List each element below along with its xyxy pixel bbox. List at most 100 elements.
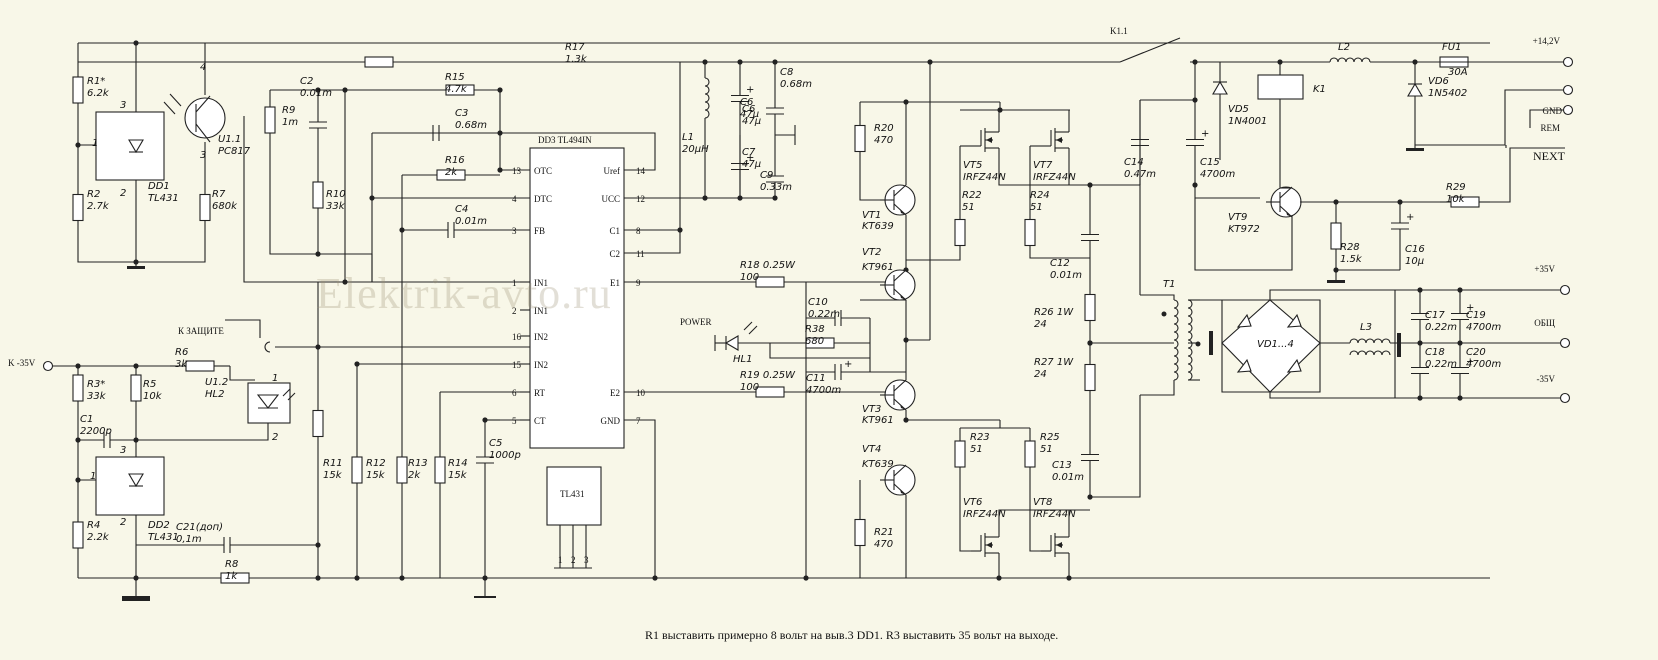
c5-value: 1000p [489, 450, 521, 461]
arrow [986, 137, 992, 143]
c16-label: C16 [1405, 244, 1425, 255]
terminal [1562, 56, 1574, 68]
r6-value: 3k [175, 359, 188, 370]
l2-inductor [1353, 57, 1363, 63]
ground-symbol [474, 596, 496, 598]
plus-sign: + [1201, 129, 1209, 140]
l3-inductor [1365, 350, 1375, 356]
arrow [900, 489, 906, 495]
r25-resistor [1024, 440, 1036, 468]
t1-secondary [1187, 363, 1193, 373]
wire [372, 132, 656, 171]
r12-resistor [351, 456, 363, 484]
ic-pin-name: GND [601, 416, 621, 426]
l3-inductor [1349, 338, 1359, 344]
pkg-pin: 3 [584, 555, 589, 565]
ic-pin-number: 14 [636, 166, 646, 176]
wire [269, 150, 372, 255]
t1-secondary [1187, 347, 1193, 357]
r3-label: R3* [87, 379, 105, 390]
junction-dot [772, 195, 778, 201]
c20-label: C20 [1466, 347, 1486, 358]
phase-dot [1161, 311, 1167, 317]
r13-resistor [396, 456, 408, 484]
c2-value: 0.01m [300, 88, 332, 99]
vd5-value: 1N4001 [1228, 116, 1267, 127]
r20-value: 470 [874, 135, 893, 146]
l3-inductor [1373, 338, 1383, 344]
junction-dot [1417, 287, 1423, 293]
r26-resistor [1084, 293, 1096, 322]
ground-symbol [1406, 148, 1424, 151]
wire [1529, 109, 1563, 128]
c20-value: 4700m [1466, 359, 1501, 370]
c12-value: 0.01m [1050, 270, 1082, 281]
ic-pin-number: 15 [512, 360, 522, 370]
junction-dot [997, 107, 1003, 113]
r19-value: 100 [740, 382, 759, 393]
bridge-diode [1236, 358, 1252, 373]
ic-pin-number: 4 [512, 194, 517, 204]
t1-secondary [1187, 323, 1193, 333]
ic-pin-number: 6 [512, 388, 517, 398]
l2-inductor [1337, 57, 1347, 63]
c18-value: 0.22m [1425, 359, 1457, 370]
r1-value: 6.2k [87, 88, 110, 99]
junction-dot [1397, 199, 1403, 205]
r10-value: 33k [326, 201, 346, 212]
r11-value: 15k [323, 470, 343, 481]
vt6-value: IRFZ44N [963, 509, 1006, 520]
t1-label: T1 [1163, 279, 1175, 290]
r12-label: R12 [366, 458, 386, 469]
c4-value: 0.01m [455, 216, 487, 227]
pkg-pin: 2 [571, 555, 576, 565]
watermark: Elektrik-avto.ru [316, 269, 612, 318]
l1-inductor [704, 101, 710, 111]
dd2-pin: 2 [120, 517, 126, 528]
dd2-label: DD2 [148, 520, 170, 531]
ic-pin-name: C1 [609, 226, 620, 236]
r28-label: R28 [1340, 242, 1360, 253]
r11-label: R11 [323, 458, 343, 469]
connector [264, 341, 271, 353]
ic-pin-number: 1 [512, 278, 517, 288]
r7-label: R7 [212, 189, 226, 200]
c19-value: 4700m [1466, 322, 1501, 333]
light-arrow [282, 388, 291, 397]
ic-pin-number: 13 [512, 166, 522, 176]
vt2-label: VT2 [862, 247, 881, 258]
plus-sign: + [746, 85, 754, 96]
dd2-pin: 3 [120, 445, 126, 456]
c14-value: 0.47m [1124, 169, 1156, 180]
arrow [900, 404, 906, 410]
vd14-label: VD1...4 [1257, 339, 1294, 350]
c6-value: 47μ [742, 116, 761, 127]
r20-resistor [854, 124, 866, 153]
r6-label: R6 [175, 347, 188, 358]
r22-label: R22 [962, 190, 982, 201]
junction-dot [1087, 494, 1093, 500]
r4-label: R4 [87, 520, 100, 531]
vt9-value: KT972 [1228, 224, 1260, 235]
t1-primary [1173, 371, 1179, 381]
fu1-value: 30A [1448, 67, 1468, 78]
terminal-label-5: ОБЩ [1534, 318, 1555, 328]
terminal [1562, 104, 1574, 116]
ic-pin-number: 16 [512, 332, 522, 342]
power-label: POWER [680, 317, 712, 327]
wire [959, 480, 971, 552]
dd2-diode [128, 473, 144, 488]
terminal-label-6: -35V [1537, 374, 1556, 384]
c13-label: C13 [1052, 460, 1072, 471]
r8-resistor [220, 572, 250, 584]
r28-resistor [1330, 222, 1342, 250]
hl1-label: HL1 [733, 354, 752, 365]
l3-label: L3 [1360, 322, 1372, 333]
r18-resistor [755, 276, 785, 288]
plus-sign: + [844, 359, 852, 370]
r26-label: R26 1W [1034, 307, 1074, 318]
c9-label: C9 [760, 170, 773, 181]
wire [77, 230, 136, 263]
ic-pin-name: OTC [534, 166, 552, 176]
